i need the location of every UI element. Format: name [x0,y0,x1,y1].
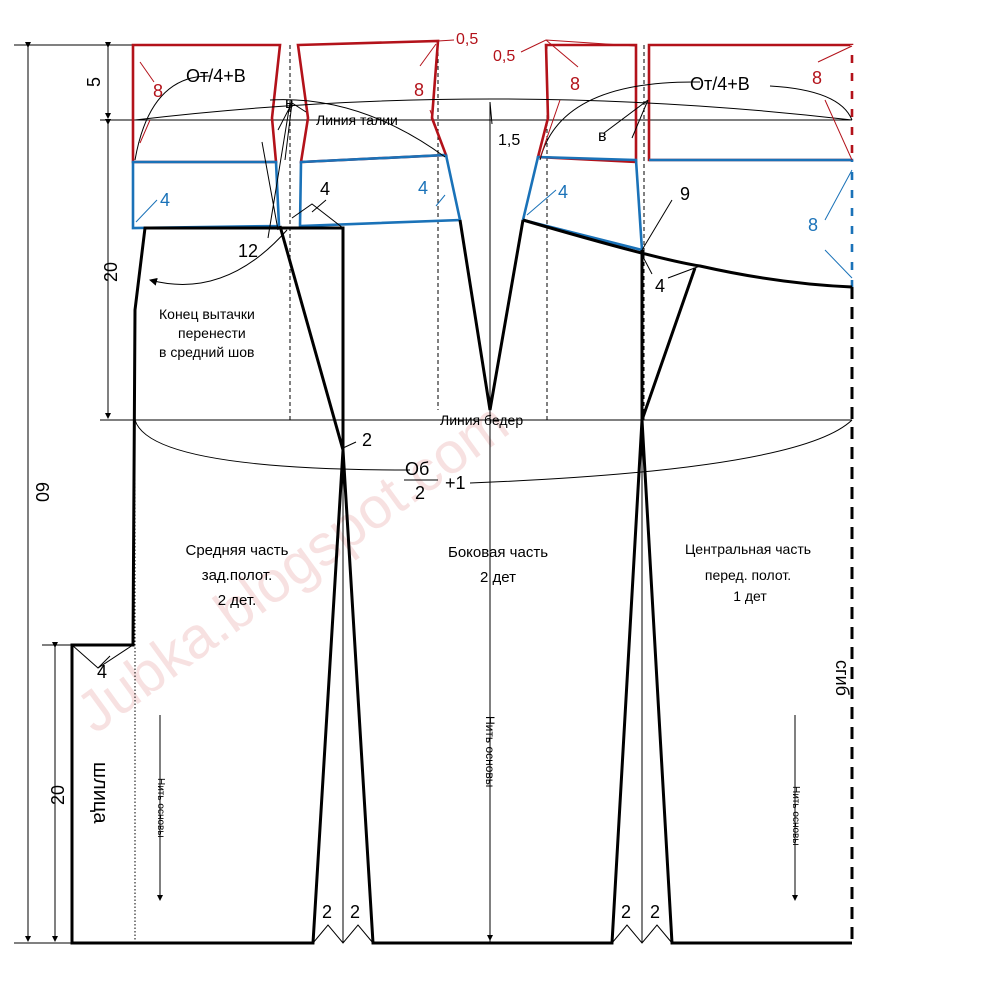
n-15: 1,5 [498,132,520,149]
n-4-right: 4 [655,276,665,296]
formula-waist-right: От/4+В [690,74,750,94]
red-labels: 8 8 8 8 0,5 0,5 [139,31,853,161]
blue-4-b: 4 [418,178,428,198]
yoke-bands [131,153,854,287]
grain-label-mid: Нить основы [483,716,497,787]
formula-hip-num: Об [405,459,429,479]
red-05-a: 0,5 [456,31,478,48]
dim-hip-depth: 20 [101,262,121,282]
dim-waist-offset: 5 [84,77,104,87]
dim-slit-length: 20 [48,785,68,805]
back-piece-line1: Средняя часть [186,542,289,559]
back-piece-line3: 2 дет. [218,592,256,609]
blue-8: 8 [808,215,818,235]
side-piece-line1: Боковая часть [448,544,548,561]
red-8-a: 8 [153,81,163,101]
grain-arrows [157,700,798,941]
side-piece-line2: 2 дет [480,569,516,586]
blue-4-c: 4 [558,182,568,202]
hem-notches [312,924,673,944]
front-piece-line2: перед. полот. [705,567,791,583]
front-piece-line1: Центральная часть [685,541,811,557]
fold-label: сгиб [832,660,852,696]
n-4-slit: 4 [97,662,107,682]
n-4-top: 4 [320,179,330,199]
front-piece-line3: 1 дет [733,588,767,604]
hip-formula: Об 2 +1 [404,459,466,503]
slit-label: шлица [89,762,111,824]
blue-4-a: 4 [160,190,170,210]
dart-note-line1: Конец вытачки [159,306,255,322]
hem-2-b: 2 [350,902,360,922]
grain-label-left: Нить основы [155,778,166,838]
hem-2-a: 2 [322,902,332,922]
red-8-b: 8 [414,80,424,100]
b-left: в [285,95,294,112]
hem-2-c: 2 [621,902,631,922]
red-8-c: 8 [570,74,580,94]
grain-label-right: Нить основы [790,786,801,846]
hip-line-label: Линия бедер [440,412,523,428]
dart-note-line2: перенести [178,325,246,341]
red-8-d: 8 [812,68,822,88]
dimension-lines [14,42,135,944]
dart-note: Конец вытачки перенести в средний шов [159,306,255,360]
formula-hip-den: 2 [415,483,425,503]
waist-line-label: Линия талии [316,112,398,128]
blue-labels: 4 4 4 8 [135,169,853,279]
guide-lines [134,45,645,943]
red-05-b: 0,5 [493,48,515,65]
back-piece-line2: зад.полот. [202,567,273,584]
n-12: 12 [238,241,258,261]
measurement-arcs [134,75,853,484]
formula-hip-plus: +1 [445,473,466,493]
piece-labels: Средняя часть зад.полот. 2 дет. Боковая … [186,541,812,609]
formula-waist-left: От/4+В [186,66,246,86]
black-labels: От/4+В От/4+В в в 1,5 4 12 9 4 2 4 2 2 2… [97,66,750,922]
dart-note-line3: в средний шов [159,344,254,360]
dim-total-length: 60 [32,482,52,502]
n-9: 9 [680,184,690,204]
b-right: в [598,128,607,145]
hem-2-d: 2 [650,902,660,922]
n-2-mid: 2 [362,430,372,450]
